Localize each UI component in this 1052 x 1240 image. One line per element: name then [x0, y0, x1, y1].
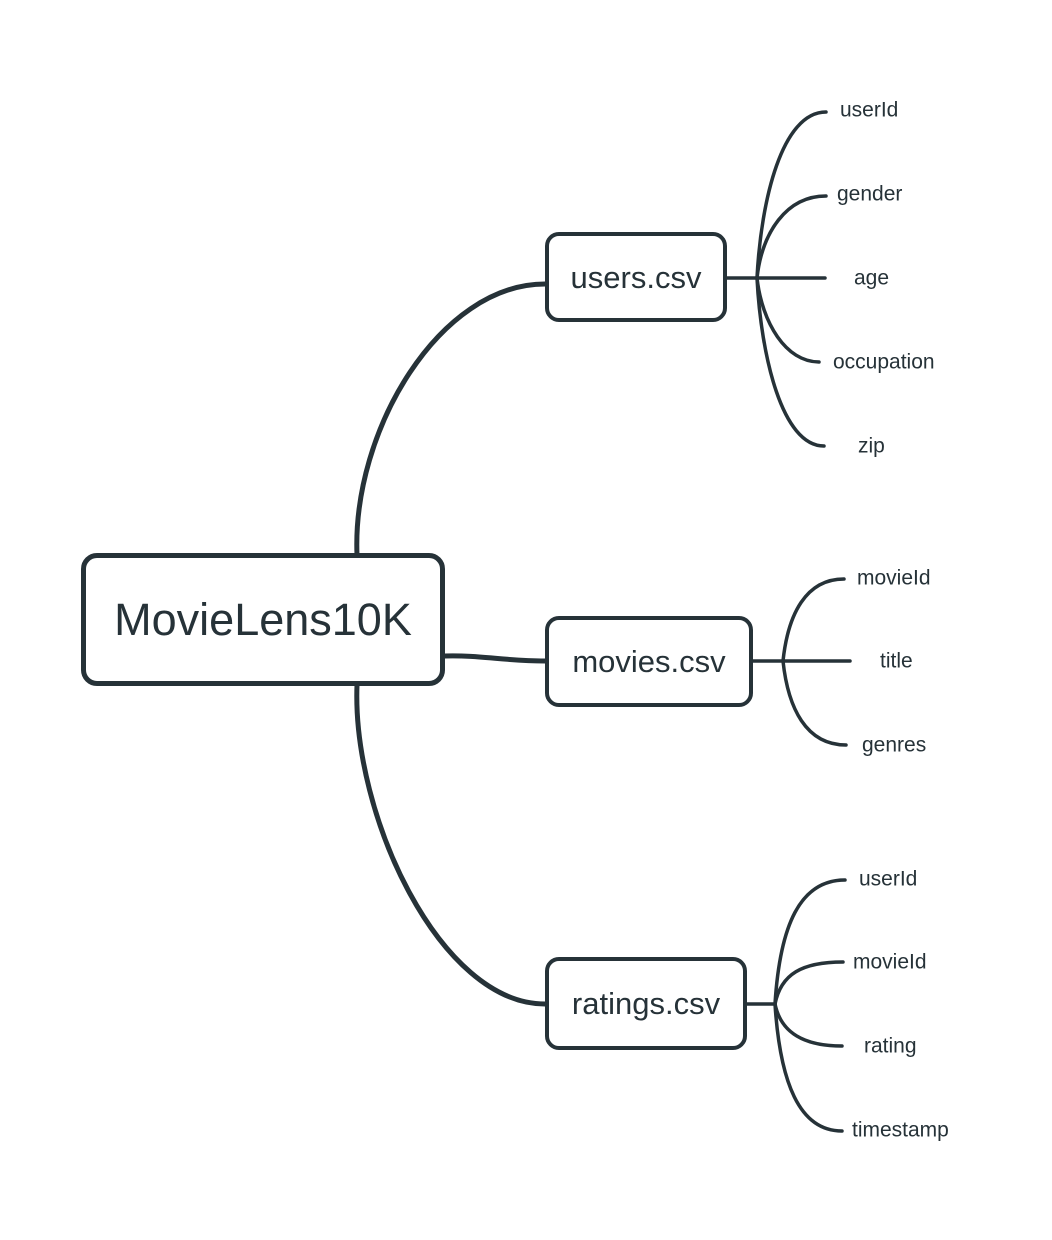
- link-ratings-timestamp: [773, 1002, 844, 1133]
- leaf-users-userid[interactable]: userId: [840, 98, 899, 122]
- link-ratings-movieid: [773, 960, 845, 1006]
- leaf-movies-title[interactable]: title: [880, 649, 913, 673]
- link-root-movies: [442, 653, 548, 664]
- link-users-userid: [755, 110, 828, 280]
- link-movies-movieid: [781, 577, 846, 663]
- leaf-ratings-userid[interactable]: userId: [859, 867, 918, 891]
- node-root-movielens10k[interactable]: MovieLens10K: [81, 553, 445, 686]
- link-users-gender: [755, 194, 828, 280]
- link-ratings-rating: [773, 1002, 844, 1048]
- leaf-ratings-rating[interactable]: rating: [864, 1034, 917, 1058]
- link-root-ratings: [354, 682, 548, 1007]
- node-users-csv[interactable]: users.csv: [545, 232, 727, 322]
- link-movies-genres: [781, 659, 848, 747]
- leaf-users-gender[interactable]: gender: [837, 182, 903, 206]
- link-root-users: [354, 281, 548, 558]
- leaf-users-age[interactable]: age: [854, 266, 890, 290]
- leaf-movies-movieid[interactable]: movieId: [857, 566, 931, 590]
- node-ratings-csv[interactable]: ratings.csv: [545, 957, 747, 1050]
- leaf-ratings-movieid[interactable]: movieId: [853, 950, 927, 974]
- leaf-users-zip[interactable]: zip: [858, 434, 885, 458]
- leaf-movies-genres[interactable]: genres: [862, 733, 927, 757]
- link-ratings-userid: [773, 878, 847, 1006]
- node-movies-csv[interactable]: movies.csv: [545, 616, 753, 707]
- leaf-ratings-timestamp[interactable]: timestamp: [852, 1118, 949, 1142]
- link-users-zip: [755, 276, 826, 448]
- leaf-users-occupation[interactable]: occupation: [833, 350, 935, 374]
